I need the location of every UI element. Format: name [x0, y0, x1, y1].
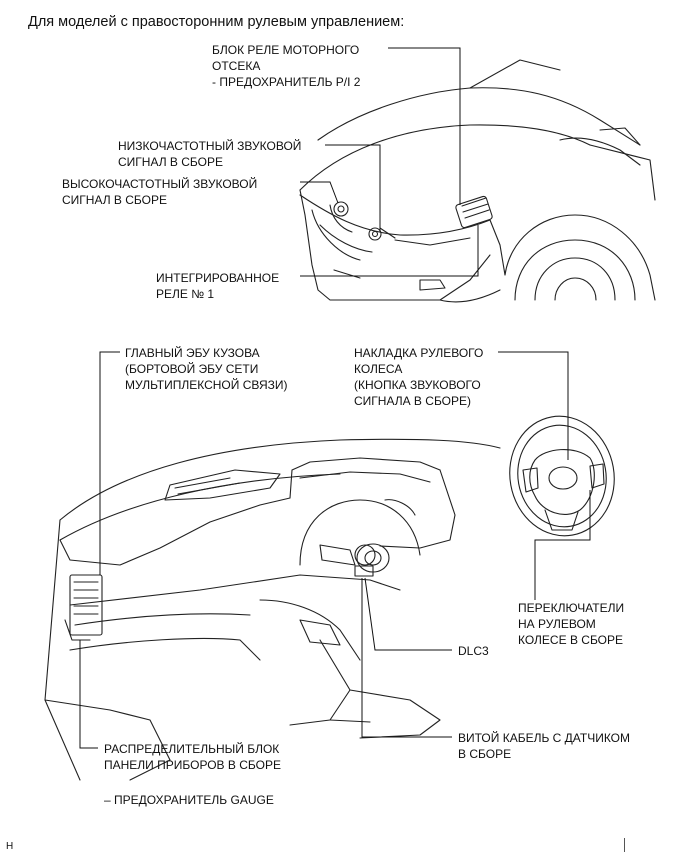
leader-steering-pad: [498, 351, 569, 460]
page-title: Для моделей с правосторонним рулевым упр…: [28, 14, 405, 30]
car-illustration: [299, 59, 656, 303]
label-steering-switches: ПЕРЕКЛЮЧАТЕЛИ НА РУЛЕВОМ КОЛЕСЕ В СБОРЕ: [518, 601, 625, 647]
leader-dlc3: [364, 577, 452, 651]
label-low-horn: НИЗКОЧАСТОТНЫЙ ЗВУКОВОЙ СИГНАЛ В СБОРЕ: [118, 139, 302, 169]
leader-low-horn: [325, 144, 381, 232]
corner-tick: [624, 838, 625, 852]
leader-high-horn: [300, 181, 339, 204]
corner-mark: H: [6, 841, 14, 852]
label-junction-block: РАСПРЕДЕЛИТЕЛЬНЫЙ БЛОК ПАНЕЛИ ПРИБОРОВ В…: [104, 742, 281, 772]
label-high-horn: ВЫСОКОЧАСТОТНЫЙ ЗВУКОВОЙ СИГНАЛ В СБОРЕ: [62, 177, 258, 207]
label-integrated-relay: ИНТЕГРИРОВАННОЕ РЕЛЕ № 1: [156, 271, 280, 301]
leader-junction-block: [79, 640, 98, 749]
label-relay-block: БЛОК РЕЛЕ МОТОРНОГО ОТСЕКА - ПРЕДОХРАНИТ…: [212, 43, 361, 89]
label-main-ecu: ГЛАВНЫЙ ЭБУ КУЗОВА (БОРТОВОЙ ЭБУ СЕТИ МУ…: [125, 346, 288, 392]
steering-wheel-illustration: [509, 415, 615, 537]
label-gauge-fuse: – ПРЕДОХРАНИТЕЛЬ GAUGE: [104, 793, 274, 807]
leader-main-ecu: [99, 351, 120, 575]
label-spiral-cable: ВИТОЙ КАБЕЛЬ С ДАТЧИКОМ В СБОРЕ: [458, 731, 631, 761]
leader-steering-switches: [534, 490, 591, 600]
leader-spiral-cable: [361, 578, 452, 738]
label-dlc3: DLC3: [458, 644, 489, 658]
label-steering-pad: НАКЛАДКА РУЛЕВОГО КОЛЕСА (КНОПКА ЗВУКОВО…: [354, 346, 484, 408]
leader-relay-block: [388, 47, 461, 205]
dashboard-illustration: [44, 438, 501, 781]
leader-integrated-relay: [300, 225, 479, 277]
